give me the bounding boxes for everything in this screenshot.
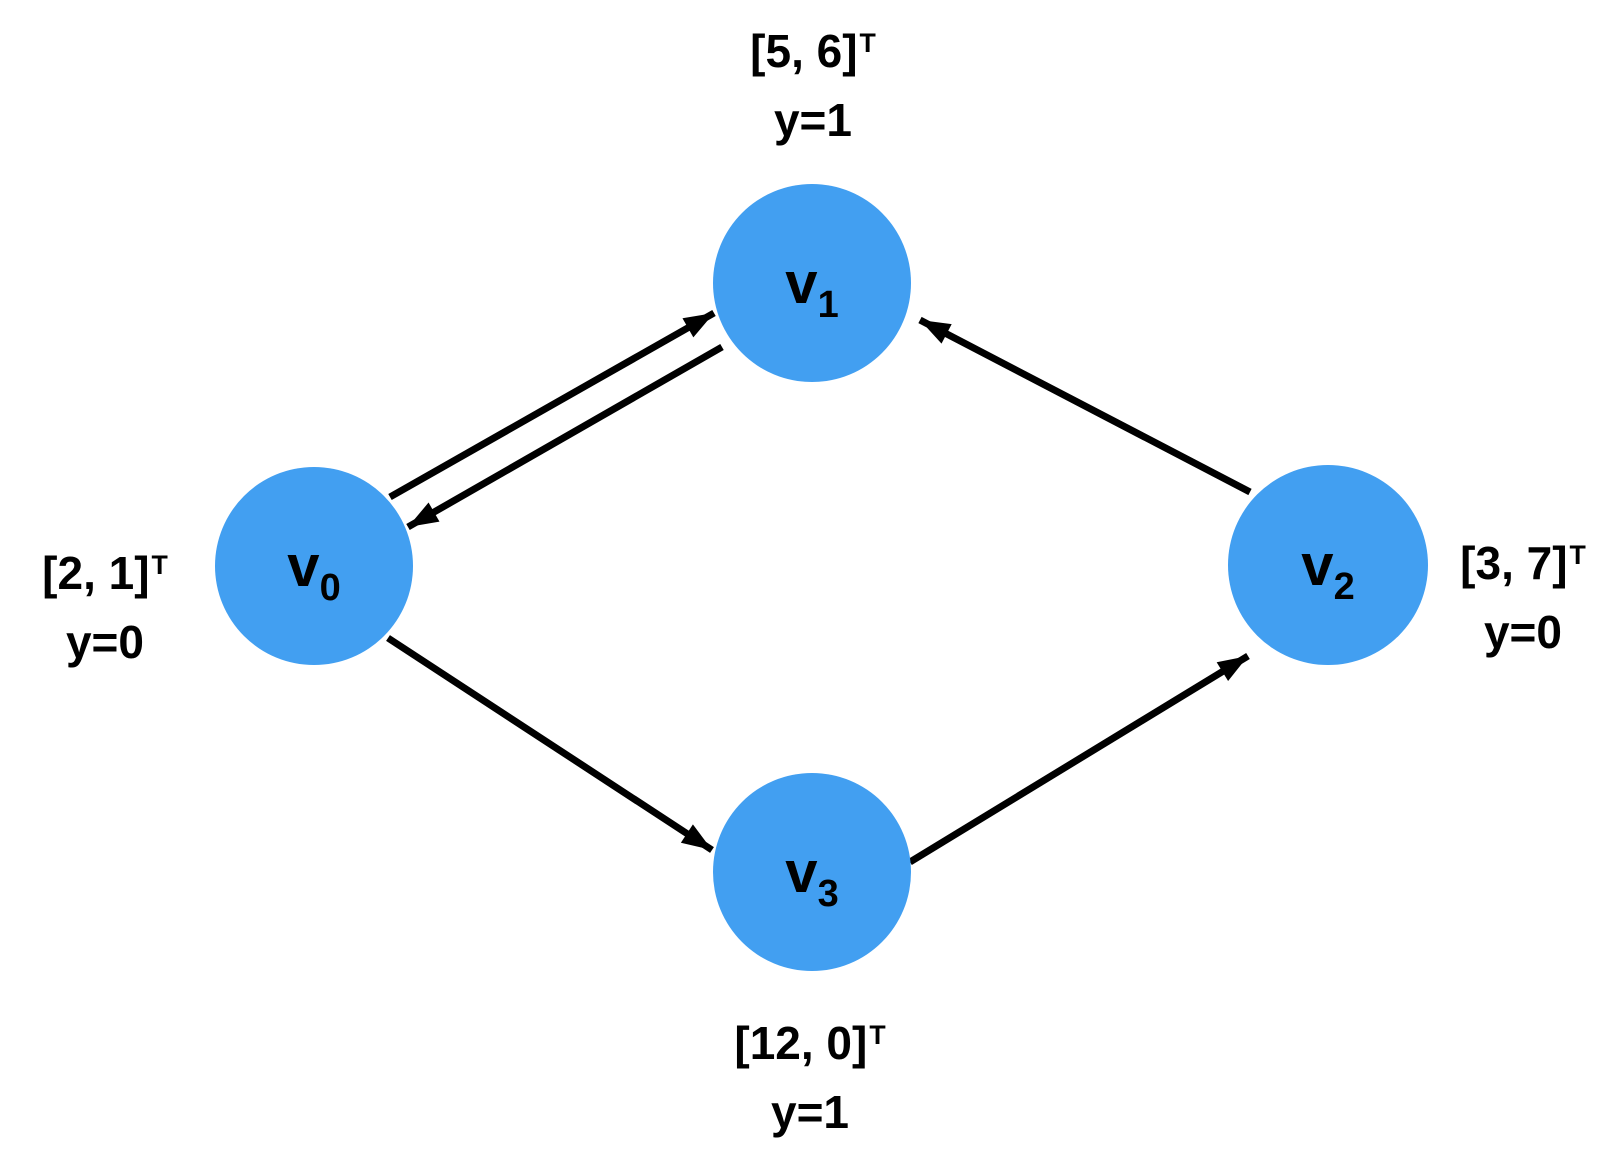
node-v3-label: v3: [785, 840, 838, 915]
edge-v2-to-v1: [918, 316, 1252, 496]
class-label: y=1: [770, 1086, 850, 1138]
node-v0: v0: [215, 467, 413, 665]
edge-v0-to-v3: [386, 635, 714, 853]
edge-v0-to-v1: [388, 309, 716, 501]
node-v0-label: v0: [287, 534, 340, 609]
annotation-v3: [12, 0]T y=1: [734, 1009, 885, 1147]
feature-vector-label: [3, 7]T: [1460, 537, 1586, 589]
class-label: y=0: [65, 616, 145, 668]
class-label: y=1: [773, 94, 853, 146]
feature-vector-label: [12, 0]T: [734, 1017, 886, 1069]
annotation-v0: [2, 1]T y=0: [42, 539, 168, 677]
edge-group: [386, 309, 1252, 865]
node-v2-circle: [1228, 465, 1428, 665]
annotation-v2: [3, 7]T y=0: [1460, 529, 1586, 667]
node-v0-circle: [215, 467, 413, 665]
node-v2: v2: [1228, 465, 1428, 665]
feature-vector-label: [2, 1]T: [42, 547, 168, 599]
node-group: v0 v1 v2 v3: [215, 184, 1428, 971]
feature-vector-label: [5, 6]T: [750, 25, 876, 77]
edge-v1-to-v0: [406, 343, 724, 531]
node-v2-label: v2: [1301, 533, 1354, 608]
annotation-v1: [5, 6]T y=1: [750, 17, 876, 155]
node-v3: v3: [713, 773, 911, 971]
node-v1-circle: [713, 184, 911, 382]
class-label: y=0: [1483, 606, 1563, 658]
node-v3-circle: [713, 773, 911, 971]
node-v1: v1: [713, 184, 911, 382]
edge-v3-to-v2: [908, 653, 1250, 865]
node-v1-label: v1: [785, 251, 838, 326]
